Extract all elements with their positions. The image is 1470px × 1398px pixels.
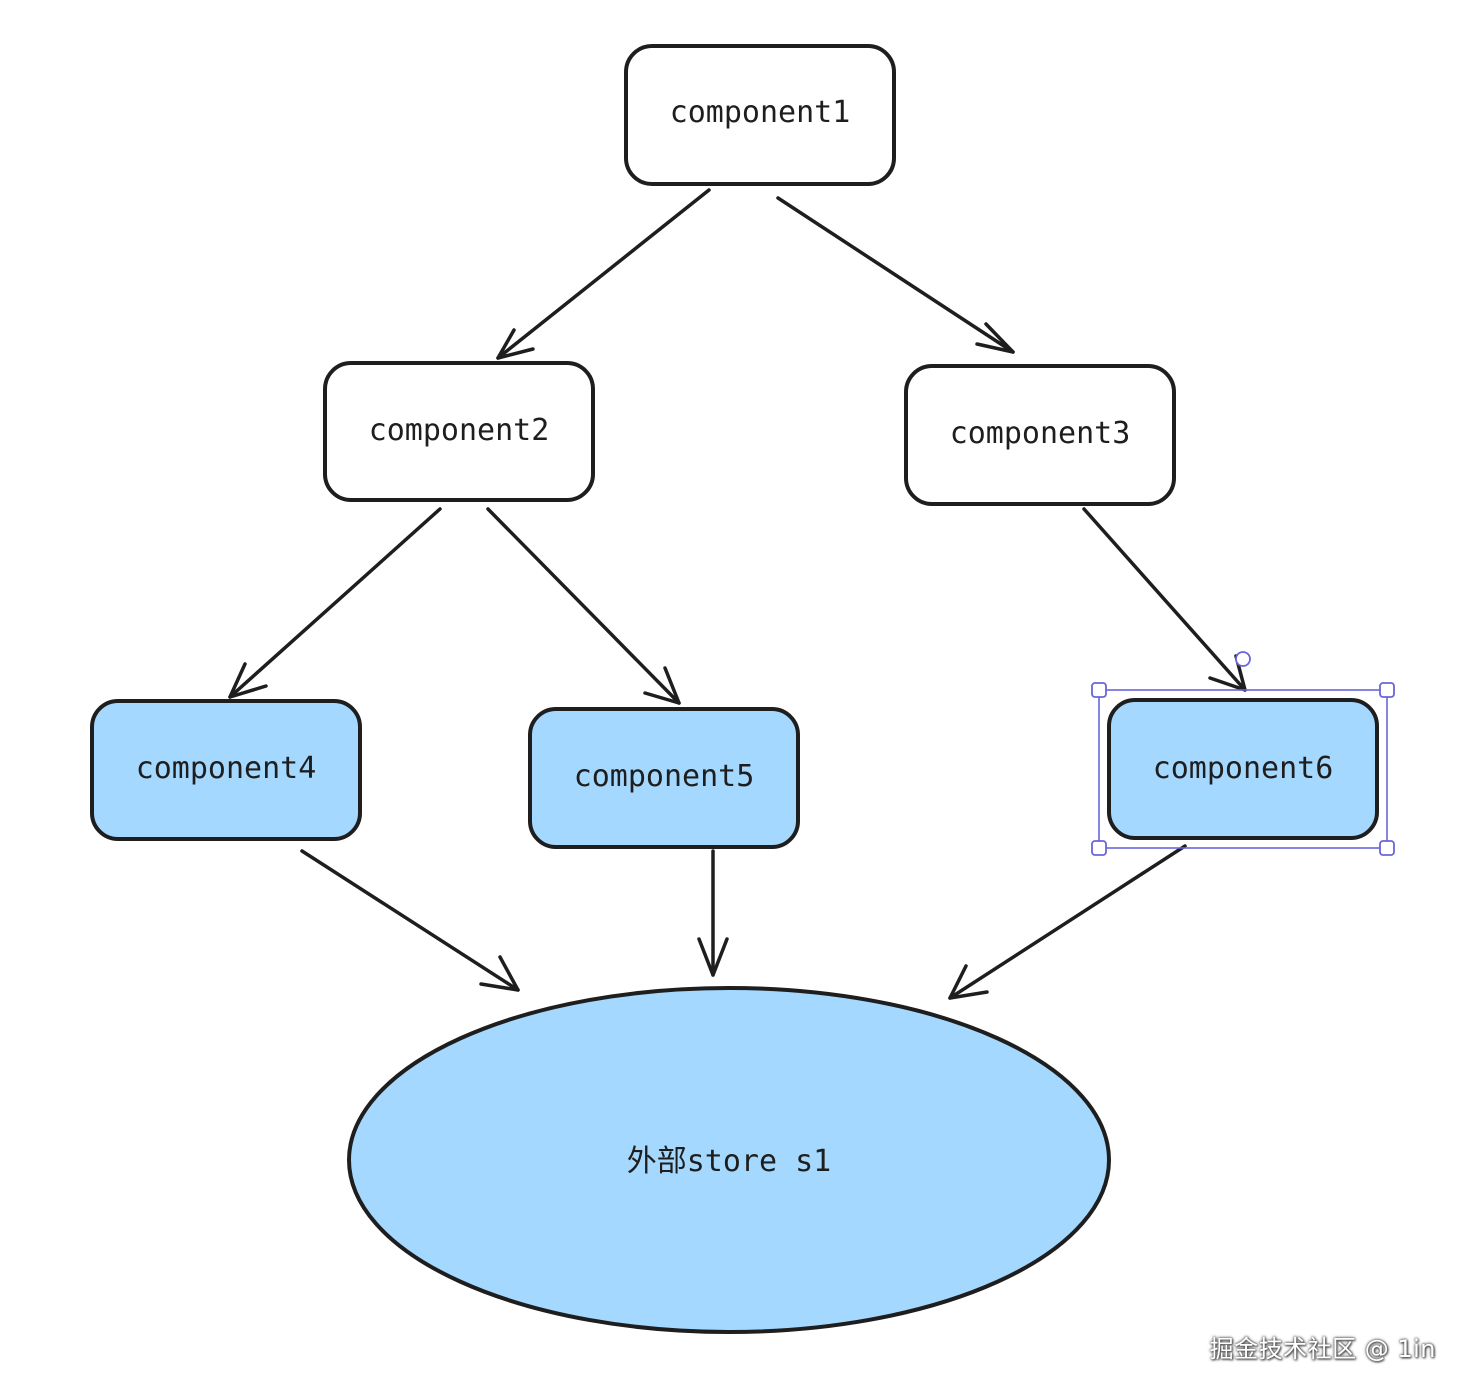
resize-handle-bottom-right[interactable] [1379,840,1395,856]
node-component3[interactable]: component3 [904,364,1176,506]
node-component5[interactable]: component5 [528,707,800,849]
edge-component3-component6[interactable] [1082,507,1247,692]
node-component6[interactable]: component6 [1107,698,1379,840]
node-component2[interactable]: component2 [323,361,595,502]
node-component3-label: component3 [950,416,1131,451]
node-store-label: 外部store s1 [627,1144,832,1179]
arrowhead-component4 [228,662,268,699]
resize-handle-top-right[interactable] [1379,682,1395,698]
node-store[interactable]: 外部store s1 [347,986,1111,1334]
arrowhead-component5 [643,666,681,705]
edge-component2-component4[interactable] [228,507,442,699]
edges [228,188,1247,1000]
edge-component6-store[interactable] [948,844,1187,1000]
edge-component1-component3[interactable] [776,196,1015,354]
watermark: 掘金技术社区 @ 1in [1209,1335,1436,1363]
arrowhead-store-left [479,955,520,992]
node-component5-label: component5 [574,759,755,794]
resize-handle-top-left[interactable] [1091,682,1107,698]
node-component2-label: component2 [369,413,550,448]
node-component4-label: component4 [136,751,317,786]
arrowhead-store-right [948,964,989,1000]
node-component1[interactable]: component1 [624,44,896,186]
selection-frame [1098,689,1388,849]
node-component6-label: component6 [1153,751,1334,786]
rotate-handle[interactable] [1235,651,1251,667]
edge-component4-store[interactable] [300,849,520,992]
node-component4[interactable]: component4 [90,699,362,841]
arrowhead-component3 [975,322,1015,354]
arrowhead-store-middle [697,937,729,977]
arrowhead-component2 [496,328,535,360]
node-component1-label: component1 [670,95,851,130]
edge-component2-component5[interactable] [486,507,681,705]
edge-component1-component2[interactable] [496,188,711,360]
resize-handle-bottom-left[interactable] [1091,840,1107,856]
selection-overlay [1091,651,1395,856]
